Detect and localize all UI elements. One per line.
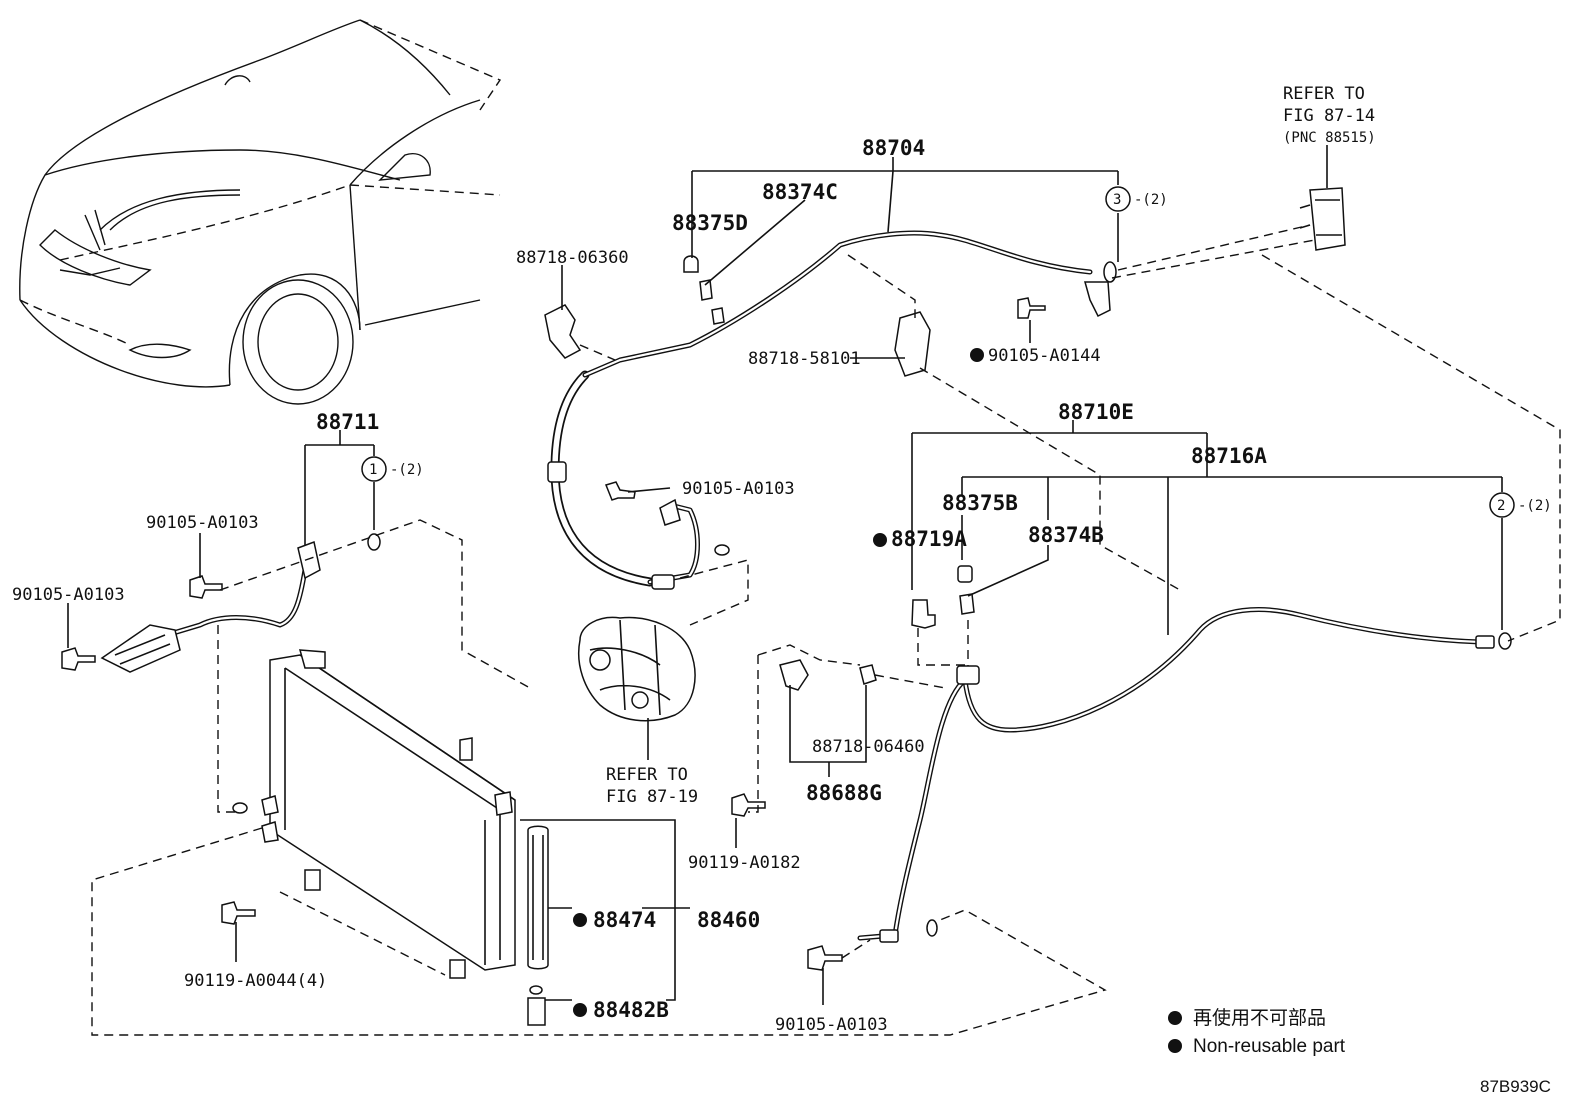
label-88718-58101: 88718-58101 xyxy=(748,349,861,369)
label-circle-2: 2 xyxy=(1497,498,1505,514)
label-88375B: 88375B xyxy=(942,491,1018,515)
label-88374C: 88374C xyxy=(762,180,838,204)
bullet-88719A xyxy=(873,533,887,547)
label-90105-A0103-left: 90105-A0103 xyxy=(12,585,125,605)
label-88719A: 88719A xyxy=(891,527,967,551)
leader-lines xyxy=(67,145,1503,1005)
callout-circle-3 xyxy=(1105,186,1131,212)
dashed-lines xyxy=(91,224,1561,1036)
label-circle-1-qty: -(2) xyxy=(390,462,424,478)
condenser xyxy=(261,649,516,979)
label-88460: 88460 xyxy=(697,908,760,932)
label-90105-A0144: 90105-A0144 xyxy=(988,346,1101,366)
label-circle-3: 3 xyxy=(1113,192,1121,208)
legend-text-jp: 再使用不可部品 xyxy=(1193,1007,1326,1029)
label-refer-87-14-line3: (PNC 88515) xyxy=(1283,130,1376,146)
label-refer-87-14-line2: FIG 87-14 xyxy=(1283,106,1375,126)
label-refer-87-19-line2: FIG 87-19 xyxy=(606,787,698,807)
callout-circles xyxy=(361,186,1515,518)
text-labels: REFER TO FIG 87-14 (PNC 88515) 88704 883… xyxy=(12,84,1552,1096)
label-88704: 88704 xyxy=(862,136,925,160)
compressor xyxy=(578,616,696,722)
legend-bullet-jp xyxy=(1168,1011,1182,1025)
legend-bullet-en xyxy=(1168,1039,1182,1053)
label-90119-A0044: 90119-A0044(4) xyxy=(184,971,327,991)
expansion-valve xyxy=(1299,187,1346,251)
label-88474: 88474 xyxy=(593,908,656,932)
label-90105-A0103-mid: 90105-A0103 xyxy=(682,479,795,499)
label-circle-3-qty: -(2) xyxy=(1134,192,1168,208)
clamps-top xyxy=(544,255,1046,501)
bullet-88482B xyxy=(573,1003,587,1017)
label-88375D: 88375D xyxy=(672,211,748,235)
diagram-code: 87B939C xyxy=(1480,1077,1551,1096)
label-90105-A0103-top: 90105-A0103 xyxy=(146,513,259,533)
label-refer-87-14-line1: REFER TO xyxy=(1283,84,1365,104)
clamp-88718-06460 xyxy=(779,659,877,691)
nonreusable-bullets xyxy=(573,348,1182,1053)
discharge-hose xyxy=(61,533,381,814)
label-88482B: 88482B xyxy=(593,998,669,1022)
bullet-88474 xyxy=(573,913,587,927)
label-88718-06460: 88718-06460 xyxy=(812,737,925,757)
label-90119-A0182: 90119-A0182 xyxy=(688,853,801,873)
liquid-line xyxy=(857,565,1512,943)
label-refer-87-19-line1: REFER TO xyxy=(606,765,688,785)
label-88711: 88711 xyxy=(316,410,379,434)
label-88710E: 88710E xyxy=(1058,400,1134,424)
label-88374B: 88374B xyxy=(1028,523,1104,547)
label-90105-A0103-bottom: 90105-A0103 xyxy=(775,1015,888,1035)
callout-circle-2 xyxy=(1489,492,1515,518)
label-88716A: 88716A xyxy=(1191,444,1267,468)
receiver-parts xyxy=(221,793,843,1026)
callout-circle-1 xyxy=(361,456,387,482)
label-88688G: 88688G xyxy=(806,781,882,805)
car-illustration xyxy=(19,19,502,405)
legend-text-en: Non-reusable part xyxy=(1193,1036,1346,1057)
bullet-90105-A0144 xyxy=(970,348,984,362)
suction-pipe xyxy=(547,230,1117,590)
label-88718-06360: 88718-06360 xyxy=(516,248,629,268)
label-circle-2-qty: -(2) xyxy=(1518,498,1552,514)
label-circle-1: 1 xyxy=(369,462,377,478)
